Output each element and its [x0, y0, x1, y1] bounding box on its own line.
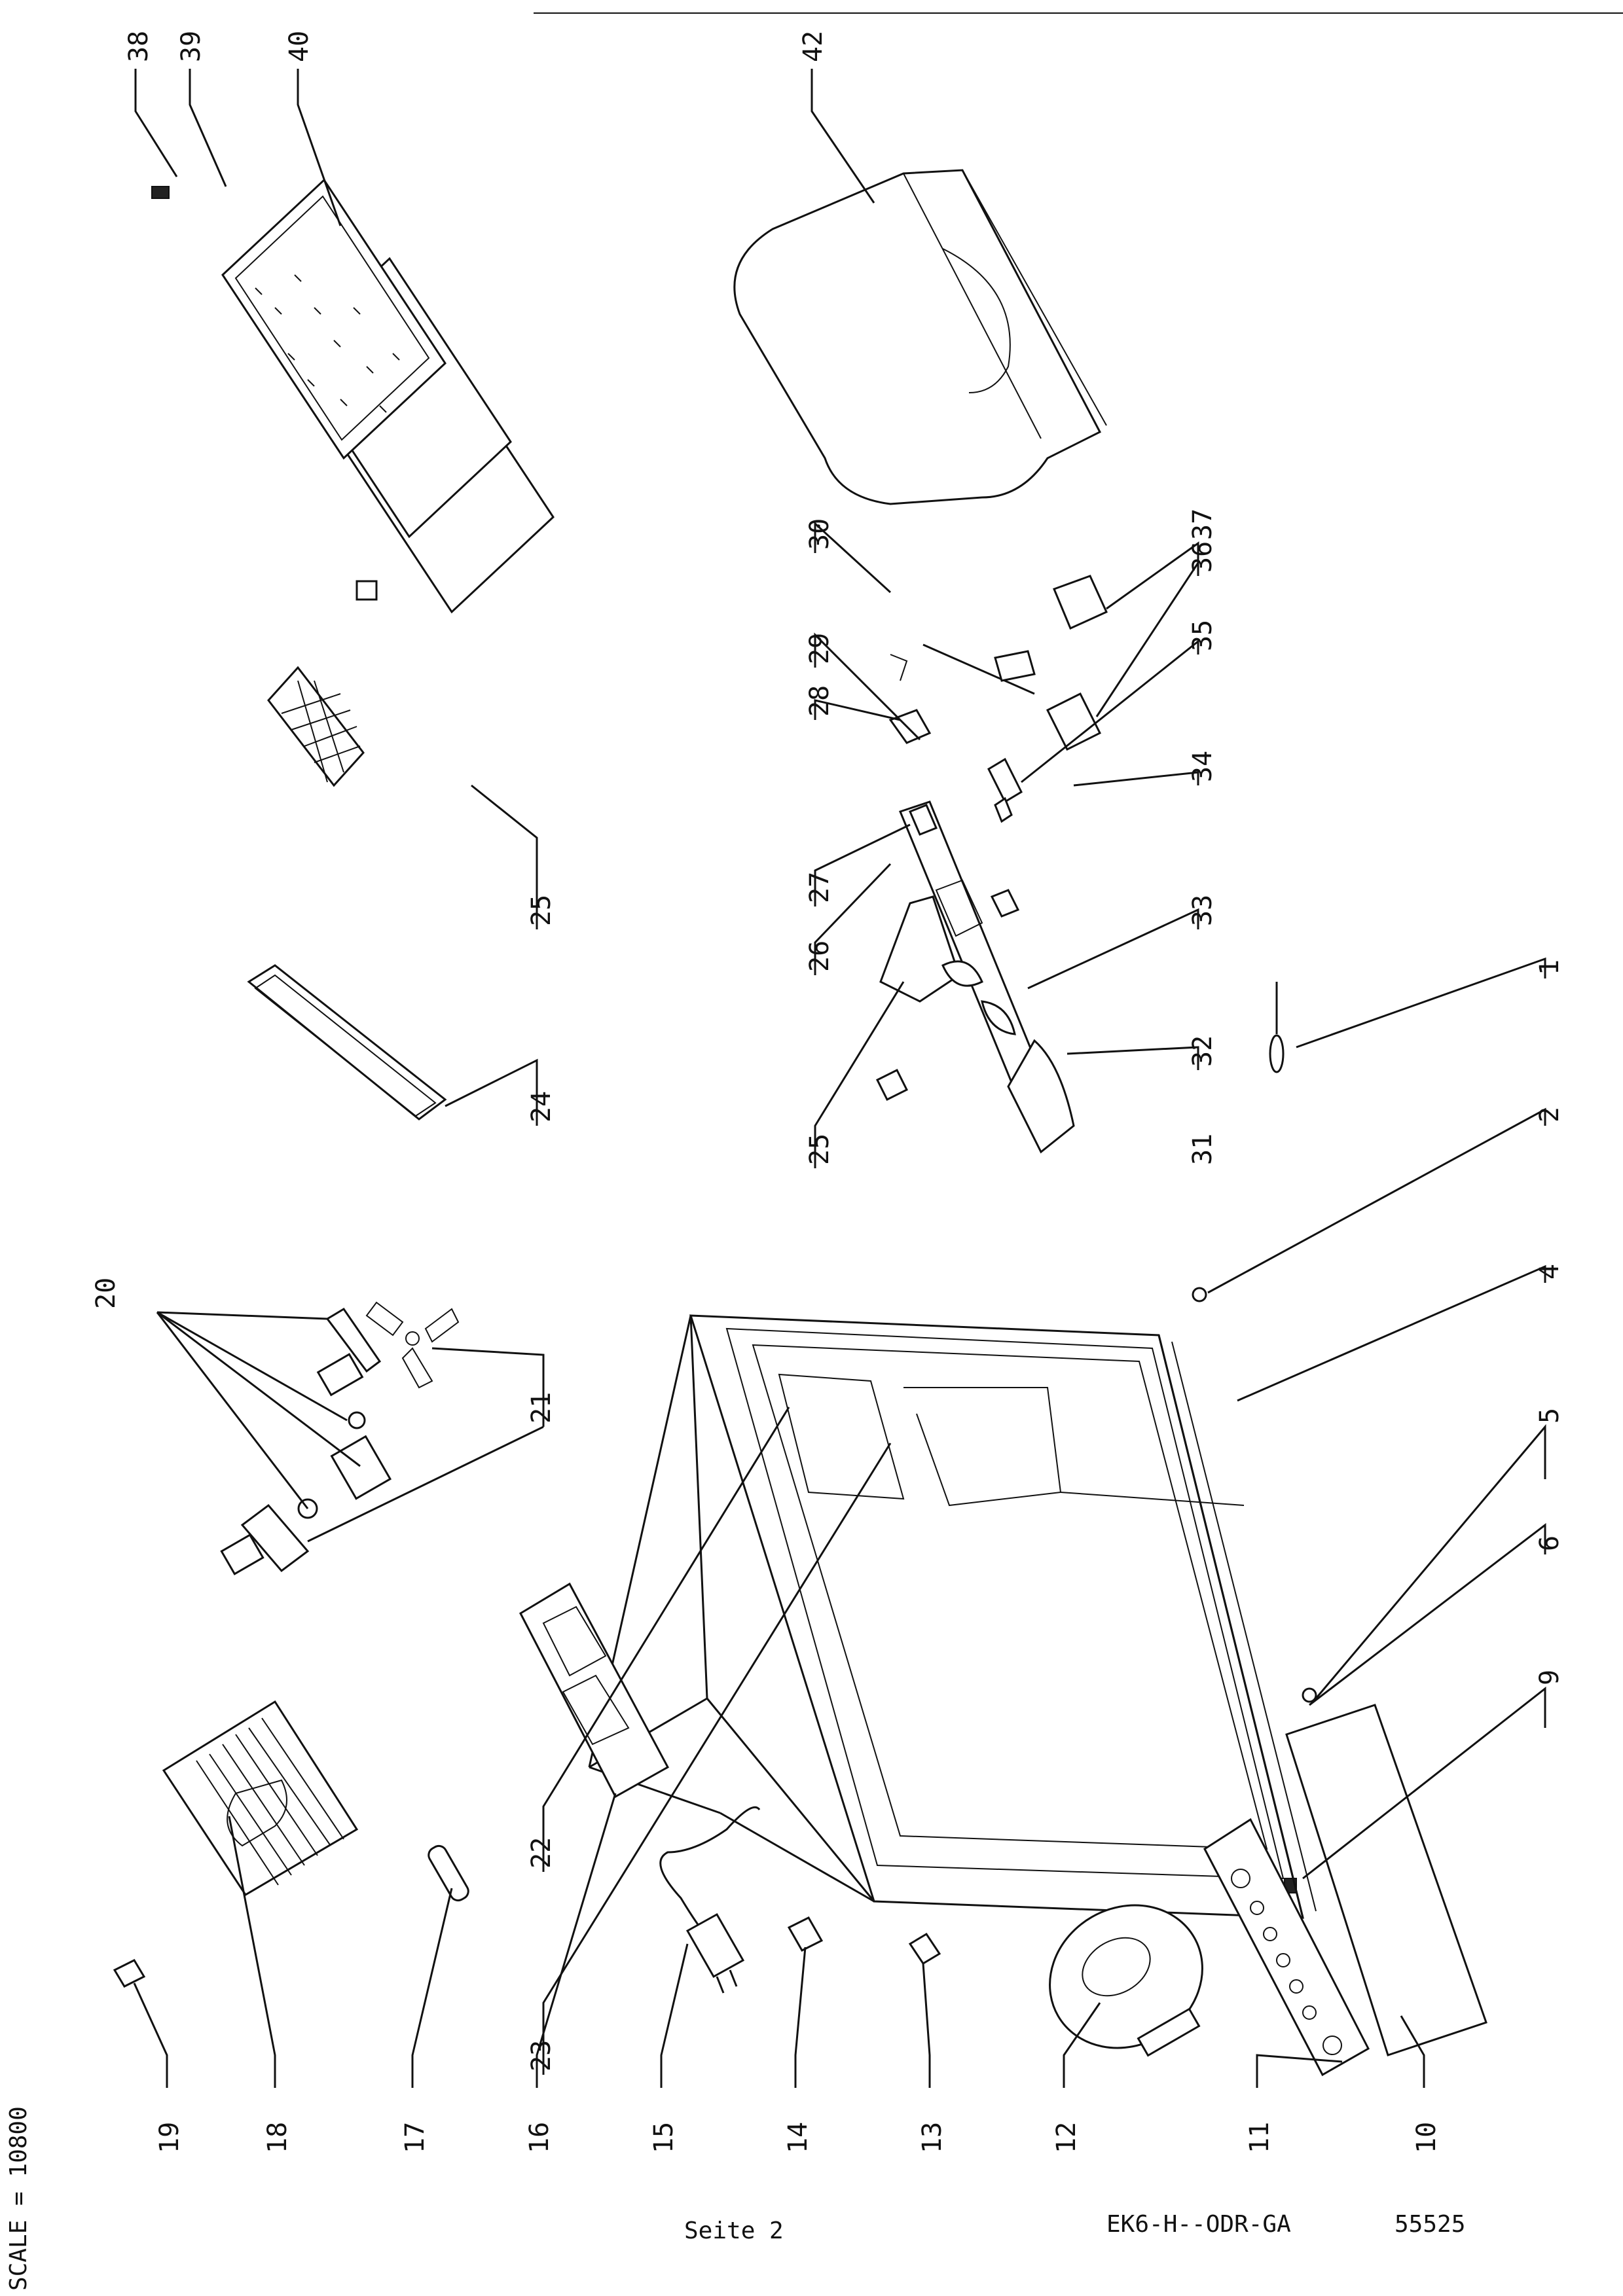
lamp-thermostat-group	[875, 575, 1108, 1154]
callout-40: 39	[176, 31, 206, 62]
ice-cube-tray	[267, 666, 365, 787]
callout-31: 30	[805, 518, 835, 550]
callout-39: 38	[124, 31, 154, 62]
callout-19: 19	[155, 2122, 185, 2153]
cable-clamp	[908, 1932, 941, 1965]
callout-32: 31	[1188, 1134, 1218, 1165]
callout-38: 37	[1188, 509, 1218, 540]
condenser	[162, 1700, 359, 1897]
compressor	[1049, 1904, 1203, 2057]
callout-1: 1	[1535, 960, 1565, 975]
fan-assembly	[220, 1301, 460, 1575]
crisper-cover	[247, 964, 447, 1121]
callout-16: 16	[524, 2122, 555, 2153]
callout-21: 21	[526, 1392, 556, 1424]
callout-37: 36	[1188, 541, 1218, 573]
callout-28: 27	[805, 872, 835, 903]
callout-2: 2	[1535, 1107, 1565, 1122]
filter-drier	[428, 1844, 469, 1902]
clip-part	[113, 1959, 146, 1988]
callout-14: 14	[783, 2122, 813, 2153]
screws	[1192, 1287, 1317, 1703]
callout-24: 24	[526, 1091, 556, 1122]
callout-17: 17	[400, 2122, 430, 2153]
callout-29: 28	[805, 685, 835, 717]
refrigerator-cabinet	[588, 1314, 1317, 1919]
callout-labels: 38 39 40 42 25 24 20 21 22 23 25 26 27 2…	[91, 31, 1565, 2153]
callout-42: 42	[798, 31, 828, 62]
callout-18: 18	[263, 2122, 293, 2153]
callout-11: 11	[1245, 2122, 1275, 2153]
callout-34: 33	[1188, 895, 1218, 926]
callout-15: 15	[649, 2122, 679, 2153]
callout-35: 34	[1188, 751, 1218, 782]
callout-27: 26	[805, 941, 835, 972]
callout-6: 6	[1535, 1535, 1565, 1551]
thermostat-probe	[1269, 982, 1285, 1073]
callout-20: 20	[91, 1278, 121, 1309]
terminal-block	[787, 1916, 824, 1952]
callout-22: 22	[526, 1837, 556, 1869]
callout-41: 40	[284, 31, 314, 62]
callout-4: 4	[1535, 1264, 1565, 1280]
mains-cable	[659, 1806, 761, 1994]
relay-box	[519, 1582, 670, 1799]
callout-33: 32	[1188, 1035, 1218, 1067]
doc-number: 55525	[1395, 2211, 1465, 2238]
callout-10: 10	[1412, 2122, 1442, 2153]
page-number: Seite 2	[684, 2217, 784, 2244]
back-cover	[1285, 1704, 1487, 2056]
callout-12: 12	[1051, 2122, 1082, 2153]
callout-36: 35	[1188, 620, 1218, 651]
callout-9: 9	[1535, 1670, 1565, 1685]
callout-30: 29	[805, 633, 835, 664]
callout-13: 13	[917, 2122, 947, 2153]
callout-25: 25	[526, 895, 556, 926]
callout-26: 25	[805, 1134, 835, 1165]
base-plate	[1203, 1818, 1370, 2077]
model-code: EK6-H--ODR-GA	[1106, 2211, 1291, 2238]
scale-note: SCALE = 10800	[5, 2106, 32, 2291]
shelf-stack	[151, 178, 555, 614]
door-tray	[733, 169, 1107, 505]
callout-23: 23	[526, 2040, 556, 2072]
callout-5: 5	[1535, 1408, 1565, 1424]
leader-lines	[133, 69, 1546, 2088]
